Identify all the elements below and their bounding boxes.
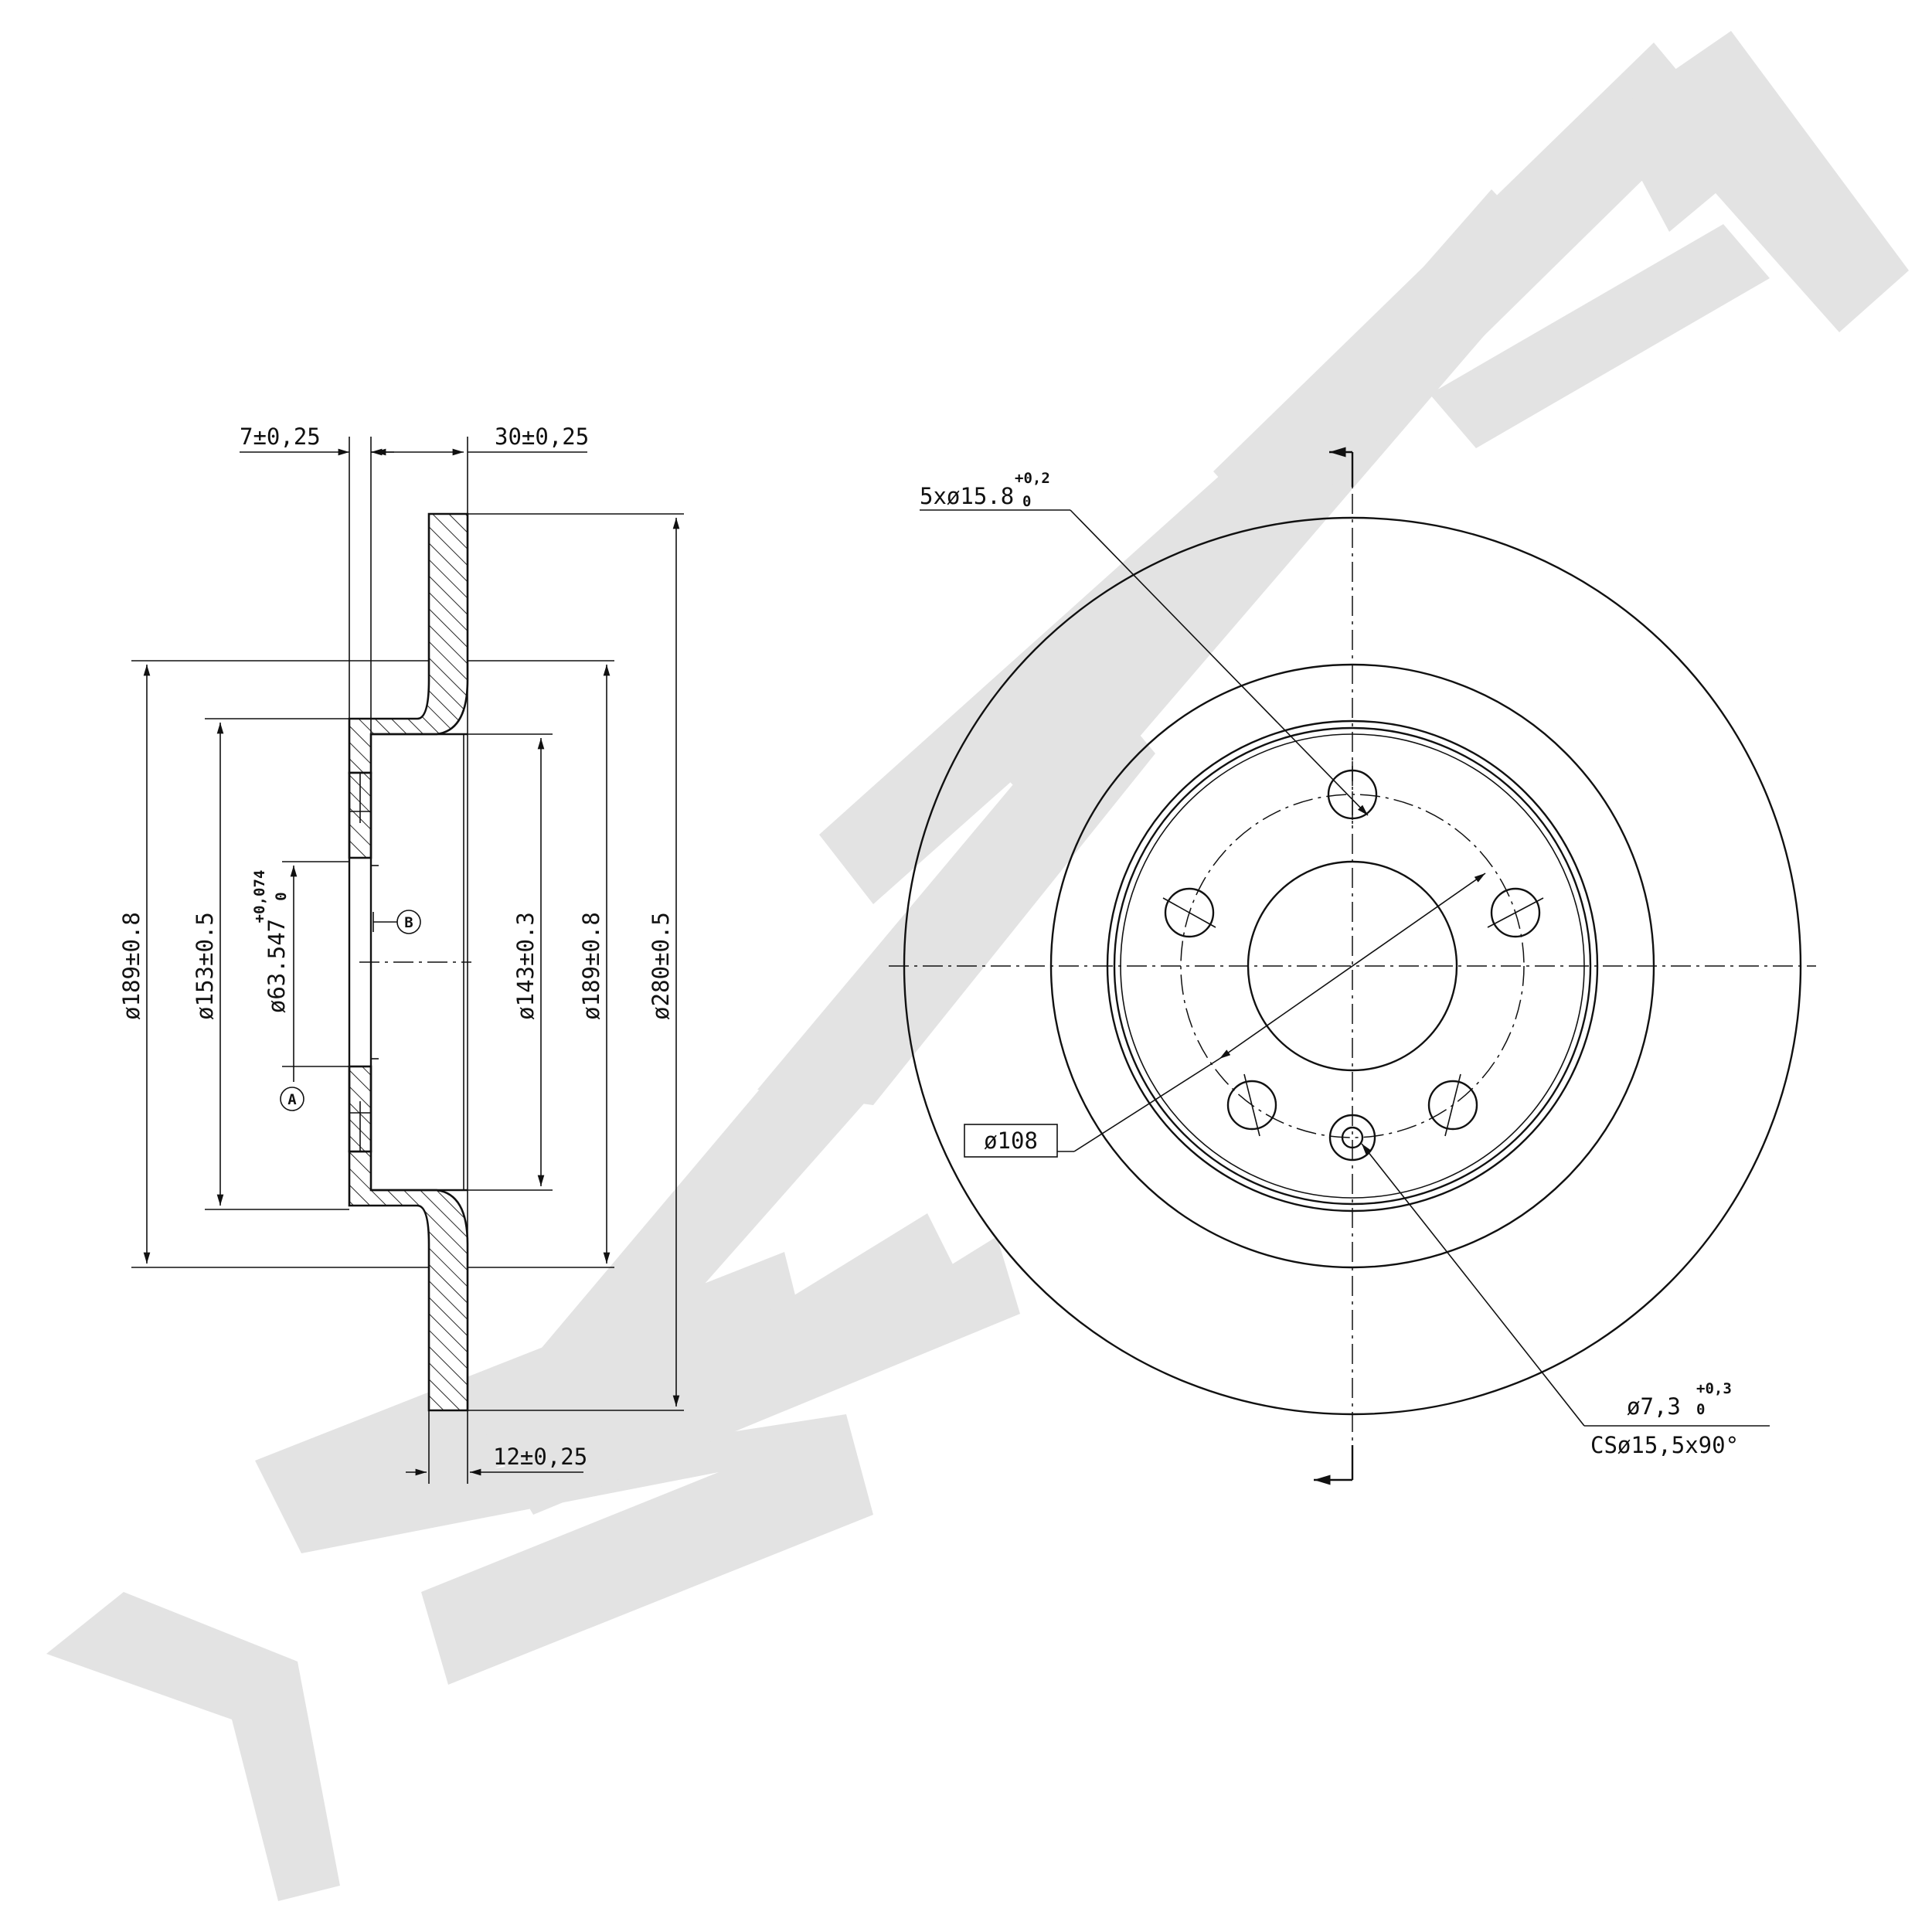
dim-overall-height-label: 30±0,25	[495, 423, 589, 450]
dim-thickness-label: 12±0,25	[493, 1444, 587, 1470]
dim-offset-label: 7±0,25	[240, 423, 321, 450]
dia-center-bore-label: ø63.547	[264, 919, 290, 1013]
dia-outer-left-label: ø189±0.8	[118, 912, 145, 1020]
dia-outer-label: ø280±0.5	[648, 912, 674, 1020]
datum-a-symbol	[280, 1087, 304, 1111]
bolt-hole	[1164, 887, 1215, 938]
pcd-dimension-line	[1219, 872, 1486, 1060]
bolt-holes-tol-lower: 0	[1022, 493, 1031, 510]
bolt-holes	[1162, 761, 1544, 1137]
small-hole-label: ø7,3	[1627, 1393, 1681, 1420]
pcd-label: ø108	[984, 1128, 1038, 1154]
dia-center-bore-tol-lower: 0	[273, 892, 290, 900]
front-view: 5xø15.8 +0,2 0 ø108 ø7,3 +0,3 0 CSø15,5x…	[889, 447, 1816, 1485]
bolt-hole	[1490, 887, 1541, 938]
dia-friction-inner-label: ø189±0.8	[578, 912, 604, 1020]
zentek-watermark-logo	[46, 31, 1909, 1901]
datum-a-label: A	[287, 1091, 297, 1108]
pcd-label-box	[964, 1124, 1058, 1158]
bolt-holes-label: 5xø15.8	[920, 483, 1014, 509]
side-view-section: A B 7±0,25 30±0,25 12±0,25 ø189±0.8 ø153…	[118, 423, 684, 1484]
countersink-label: CSø15,5x90°	[1590, 1432, 1739, 1458]
small-hole-tol-upper: +0,3	[1696, 1380, 1732, 1397]
bolt-hole	[1226, 1080, 1277, 1131]
dia-inner-ring-label: ø143±0.3	[512, 912, 539, 1020]
hat-inner-edge	[1113, 726, 1592, 1206]
bolt-holes-tol-upper: +0,2	[1015, 470, 1050, 487]
small-hole-tol-lower: 0	[1696, 1401, 1705, 1418]
dia-center-bore-tol-upper: +0,074	[251, 870, 268, 923]
bolt-hole	[1427, 1080, 1478, 1131]
dia-hat-label: ø153±0.5	[192, 912, 218, 1020]
datum-b-label: B	[404, 914, 413, 931]
